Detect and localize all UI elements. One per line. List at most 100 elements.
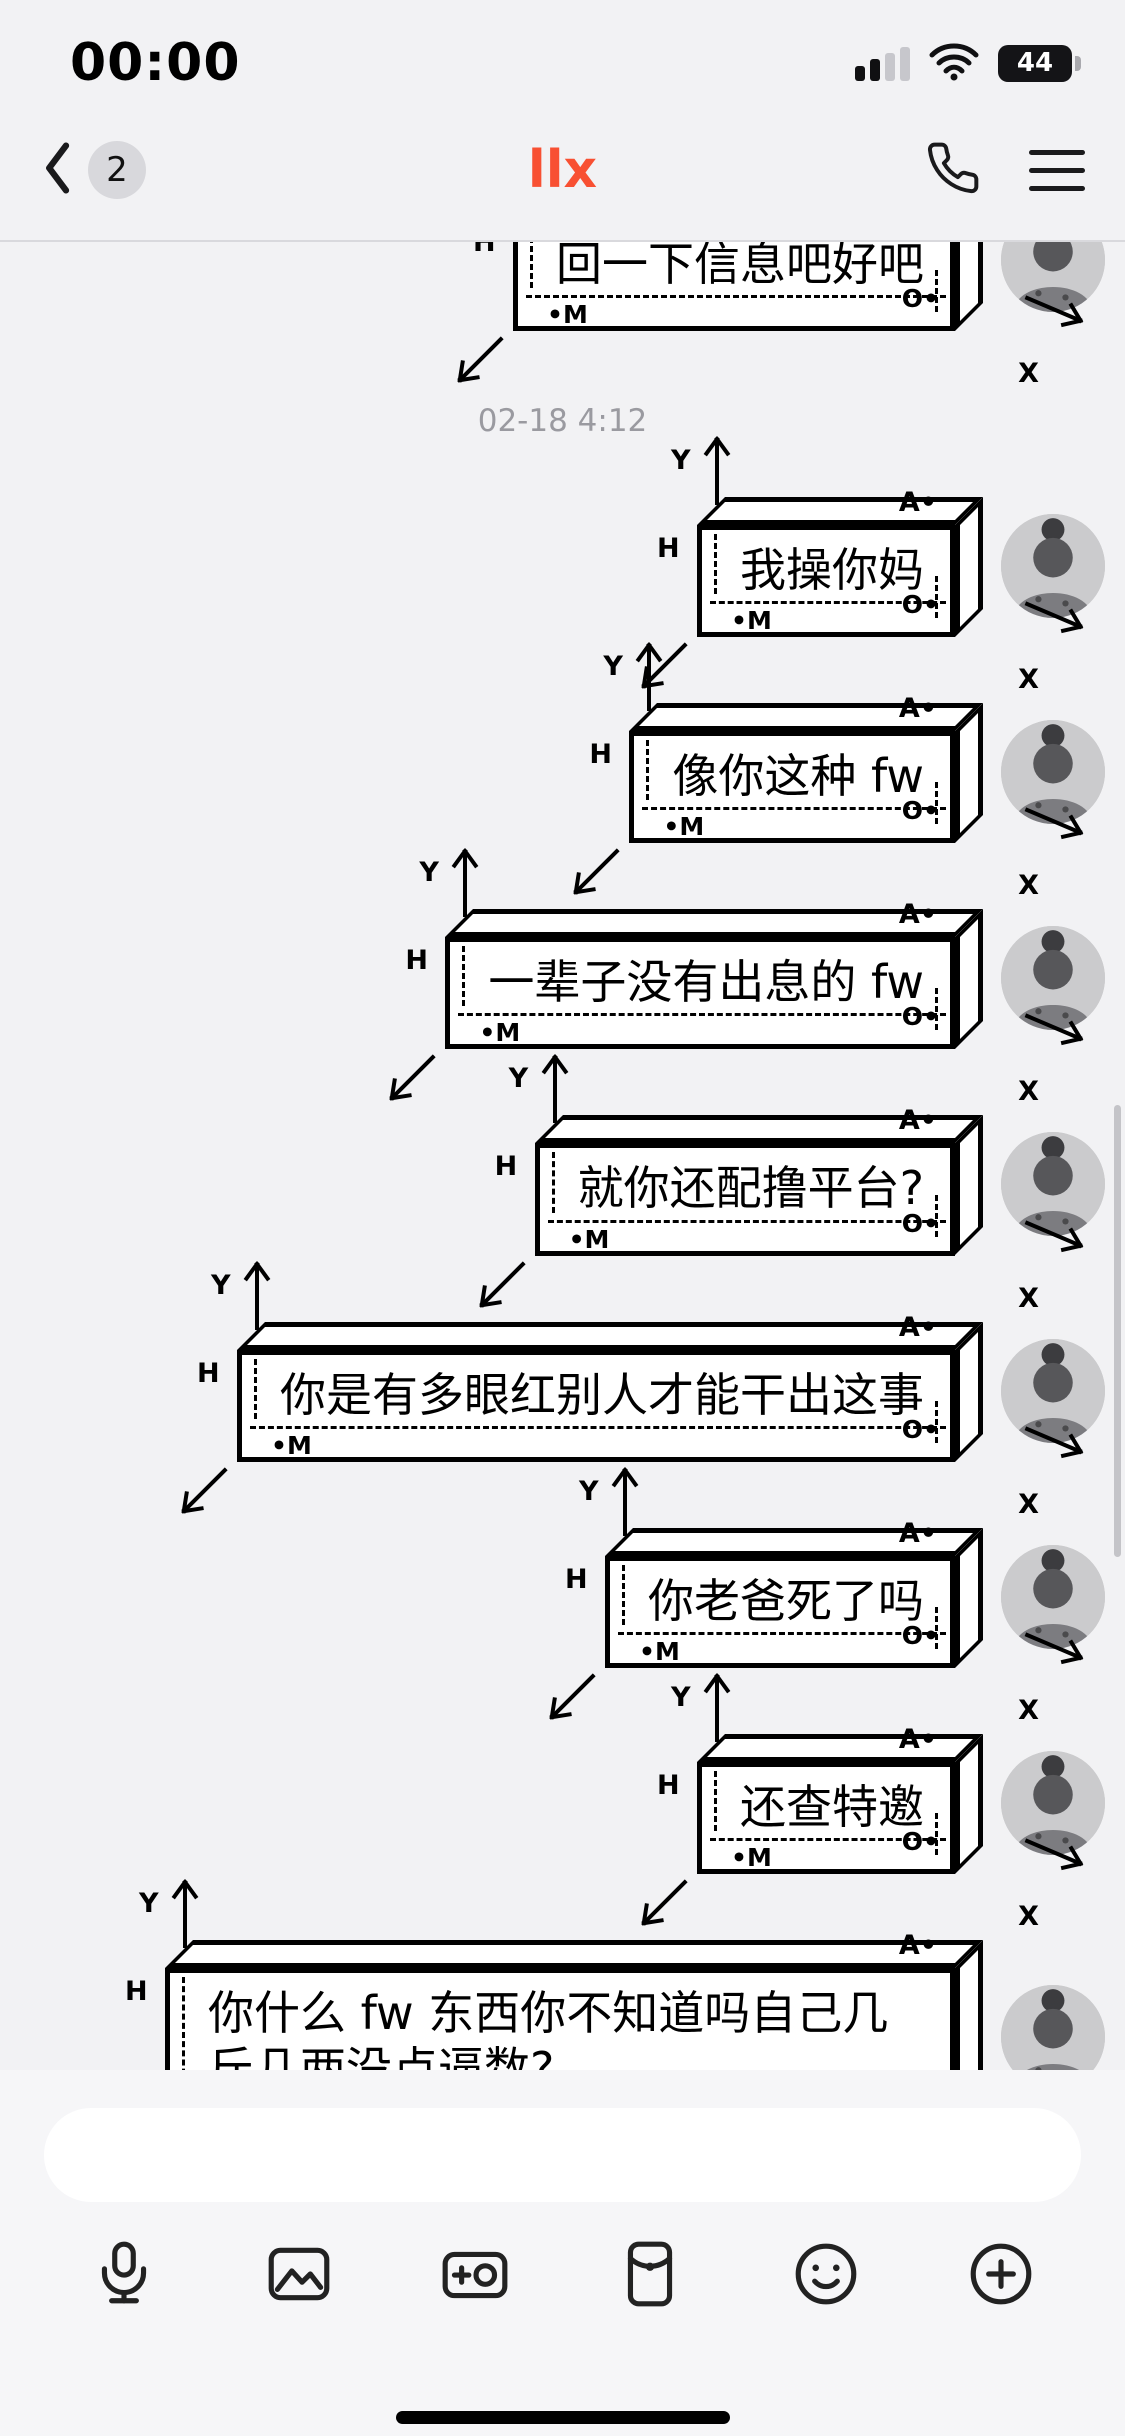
bubble-top-face [237,1321,983,1350]
m-axis-arrow-icon [458,336,504,382]
x-axis-label: X [1018,664,1039,696]
cellular-signal-icon [855,45,910,81]
m-origin-label: •M [731,1842,772,1872]
chat-bubble[interactable]: 回一下信息吧好吧 Y A• H •M O• X [458,242,1082,387]
a-point-label: A• [898,487,937,519]
microphone-icon[interactable] [86,2236,162,2312]
m-origin-label: •M [663,812,705,842]
y-axis-arrow-icon [183,1881,187,1948]
status-bar: 00:00 44 [0,0,1125,100]
plus-icon[interactable] [963,2236,1039,2312]
gallery-icon[interactable] [261,2236,337,2312]
y-axis-label: Y [671,445,691,477]
bubble-top-face [165,1939,983,1968]
avatar[interactable] [1001,1338,1105,1443]
bubble-front-face: 回一下信息吧好吧 [513,242,955,332]
message-text: 你是有多眼红别人才能干出这事 [280,1367,924,1422]
avatar[interactable] [1001,926,1105,1031]
h-axis-label: H [657,533,680,565]
a-point-label: A• [898,1723,937,1755]
a-point-label: A• [898,899,937,931]
dashed-line [935,988,938,1031]
chat-bubble[interactable]: 就你还配撸平台? Y A• H •M O• X [479,1057,1082,1312]
o-point-label: O• [901,1414,939,1444]
avatar[interactable] [1001,242,1105,313]
o-point-label: O• [901,796,939,826]
axis-box-bubble: 你什么 fw 东西你不知道吗自己几斤几两没点逼数? Y A• H •M O• X [125,1881,983,2070]
y-axis-label: Y [508,1063,529,1095]
battery-level: 44 [1016,48,1054,78]
y-axis-arrow-icon [463,851,468,918]
chat-bubble[interactable]: 一辈子没有出息的 fw Y A• H •M O• X [390,851,1082,1105]
back-button[interactable]: 2 [40,140,146,200]
camera-plus-icon[interactable] [437,2236,513,2312]
battery-icon: 44 [998,44,1081,82]
message-input[interactable] [44,2108,1081,2202]
dashed-line [935,1194,938,1237]
chat-bubble[interactable]: 你什么 fw 东西你不知道吗自己几斤几两没点逼数? Y A• H •M O• X [125,1881,983,2070]
axis-box-bubble: 还查特邀 Y A• H •M O• X [642,1675,1082,1930]
message-text: 你什么 fw 东西你不知道吗自己几斤几两没点逼数? [208,1985,889,2070]
m-origin-label: •M [479,1018,521,1048]
chat-scroll-area[interactable]: 回一下信息吧好吧 Y A• H •M O• X 02-18 4:12 [0,242,1125,2070]
h-axis-label: H [494,1151,518,1183]
a-point-label: A• [898,693,937,725]
bubble-top-face [697,1733,983,1762]
bubble-front-face: 一辈子没有出息的 fw [445,937,955,1050]
chat-bubble[interactable]: 我操你妈 Y A• H •M O• X [642,439,1082,693]
message-text: 回一下信息吧好吧 [556,242,924,291]
emoji-icon[interactable] [788,2236,864,2312]
message-text: 我操你妈 [740,543,924,598]
o-point-label: O• [901,1208,939,1238]
avatar[interactable] [1001,514,1105,619]
avatar[interactable] [1001,1750,1105,1855]
h-axis-label: H [473,242,496,258]
hamburger-menu-button[interactable] [1029,137,1085,204]
y-axis-arrow-icon [623,1469,627,1536]
a-point-label: A• [898,1929,937,1961]
x-axis-label: X [1018,1900,1039,1932]
y-axis-label: Y [139,1887,159,1919]
message-text: 像你这种 fw [672,749,924,804]
h-axis-label: H [589,739,612,771]
y-axis-arrow-icon [715,1675,719,1742]
message-text: 还查特邀 [740,1779,924,1834]
message-row: 就你还配撸平台? Y A• H •M O• X [0,1057,1125,1312]
composer-panel [0,2070,1125,2436]
y-axis-label: Y [671,1681,691,1713]
chat-bubble[interactable]: 你老爸死了吗 Y A• H •M O• X [550,1469,1082,1724]
chat-bubble[interactable]: 像你这种 fw Y A• H •M O• X [574,645,1082,899]
unread-count-badge: 2 [88,141,146,199]
avatar[interactable] [1001,720,1105,825]
message-row: 回一下信息吧好吧 Y A• H •M O• X [0,242,1125,387]
bubble-front-face: 还查特邀 [697,1761,955,1874]
h-axis-label: H [197,1357,220,1389]
avatar[interactable] [1001,1132,1105,1237]
message-row: 你是有多眼红别人才能干出这事 Y A• H •M O• X [0,1263,1125,1518]
y-axis-label: Y [579,1475,599,1507]
avatar[interactable] [1001,1544,1105,1649]
y-axis-label: Y [211,1269,231,1301]
chat-bubble[interactable]: 还查特邀 Y A• H •M O• X [642,1675,1082,1930]
dashed-line [935,576,938,619]
m-origin-label: •M [568,1224,610,1254]
x-axis-label: X [1018,1694,1039,1726]
axis-box-bubble: 你是有多眼红别人才能干出这事 Y A• H •M O• X [182,1263,1082,1518]
m-origin-label: •M [271,1430,312,1460]
o-point-label: O• [901,284,939,314]
axis-box-bubble: 就你还配撸平台? Y A• H •M O• X [479,1057,1082,1312]
h-axis-label: H [565,1563,588,1595]
red-packet-icon[interactable] [612,2236,688,2312]
chat-bubble[interactable]: 你是有多眼红别人才能干出这事 Y A• H •M O• X [182,1263,1082,1518]
avatar[interactable] [1001,1984,1105,2070]
x-axis-label: X [1018,1488,1039,1520]
o-point-label: O• [901,1826,939,1856]
x-axis-label: X [1018,870,1039,902]
y-axis-arrow-icon [255,1263,259,1330]
h-axis-label: H [405,945,428,977]
a-point-label: A• [898,1517,937,1549]
phone-call-button[interactable] [925,140,981,200]
axis-box-bubble: 一辈子没有出息的 fw Y A• H •M O• X [390,851,1082,1105]
dashed-line [935,1400,938,1443]
scrollbar-thumb[interactable] [1114,1105,1121,1557]
